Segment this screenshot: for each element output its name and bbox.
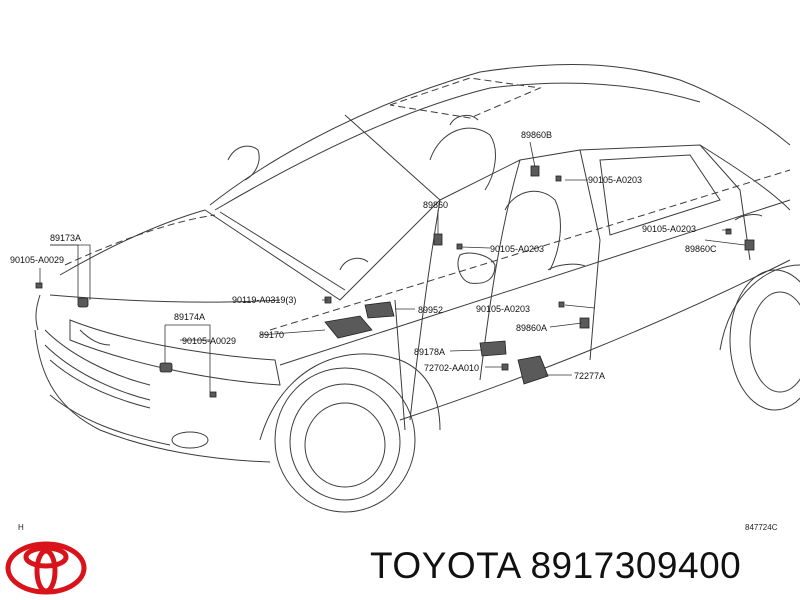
- part-89860-sensor: [433, 233, 443, 246]
- label-89860C: 89860C: [685, 244, 717, 254]
- sensor-parts: [35, 165, 755, 398]
- label-72277A: 72277A: [574, 371, 605, 381]
- label-90105-A0203-mid: 90105-A0203: [490, 244, 544, 254]
- part-89952-sensor: [364, 301, 395, 319]
- label-72702-AA010: 72702-AA010: [424, 363, 479, 373]
- label-90105-A0029-left: 90105-A0029: [10, 255, 64, 265]
- label-89860B: 89860B: [521, 130, 552, 140]
- part-90105-A0203-bolt-right: [725, 228, 732, 235]
- brand-part-number: TOYOTA 8917309400: [370, 545, 742, 586]
- footer-diagram-code: 847724C: [745, 523, 778, 532]
- part-90105-A0029-bolt-left: [35, 282, 43, 289]
- label-90105-A0203-low: 90105-A0203: [476, 304, 530, 314]
- label-89860A: 89860A: [516, 323, 547, 333]
- part-90105-A0203-bolt-top: [555, 175, 562, 182]
- car-outline: [34, 63, 800, 513]
- part-89174A-sensor: [159, 362, 173, 373]
- part-89173A-sensor: [77, 297, 89, 308]
- part-90105-A0203-bolt-mid: [456, 243, 463, 250]
- label-90119-A0319: 90119-A0319(3): [232, 295, 296, 305]
- part-89170-module: [324, 315, 373, 339]
- footer-left-mark: H: [18, 523, 24, 532]
- label-90105-A0029-front: 90105-A0029: [182, 336, 236, 346]
- part-labels: 89173A 90105-A0029 89174A 90105-A0029 90…: [10, 130, 717, 381]
- label-89860: 89860: [423, 200, 448, 210]
- label-90105-A0203-right: 90105-A0203: [642, 224, 696, 234]
- part-90105-A0029-bolt-front: [209, 391, 217, 398]
- toyota-logo-icon: [5, 541, 87, 595]
- part-72277A-bracket: [517, 355, 549, 385]
- part-90105-A0203-bolt-low: [558, 301, 565, 308]
- label-89170: 89170: [259, 330, 284, 340]
- label-90105-A0203-top: 90105-A0203: [588, 175, 642, 185]
- leader-lines: [39, 141, 746, 392]
- label-89952: 89952: [418, 305, 443, 315]
- part-89860B-sensor: [530, 165, 540, 177]
- part-89860C-sensor: [744, 239, 755, 251]
- label-89178A: 89178A: [414, 347, 445, 357]
- part-89178A-sensor: [479, 340, 507, 357]
- part-72702-bolt: [501, 363, 509, 371]
- label-89174A: 89174A: [174, 312, 205, 322]
- label-89173A: 89173A: [50, 233, 81, 243]
